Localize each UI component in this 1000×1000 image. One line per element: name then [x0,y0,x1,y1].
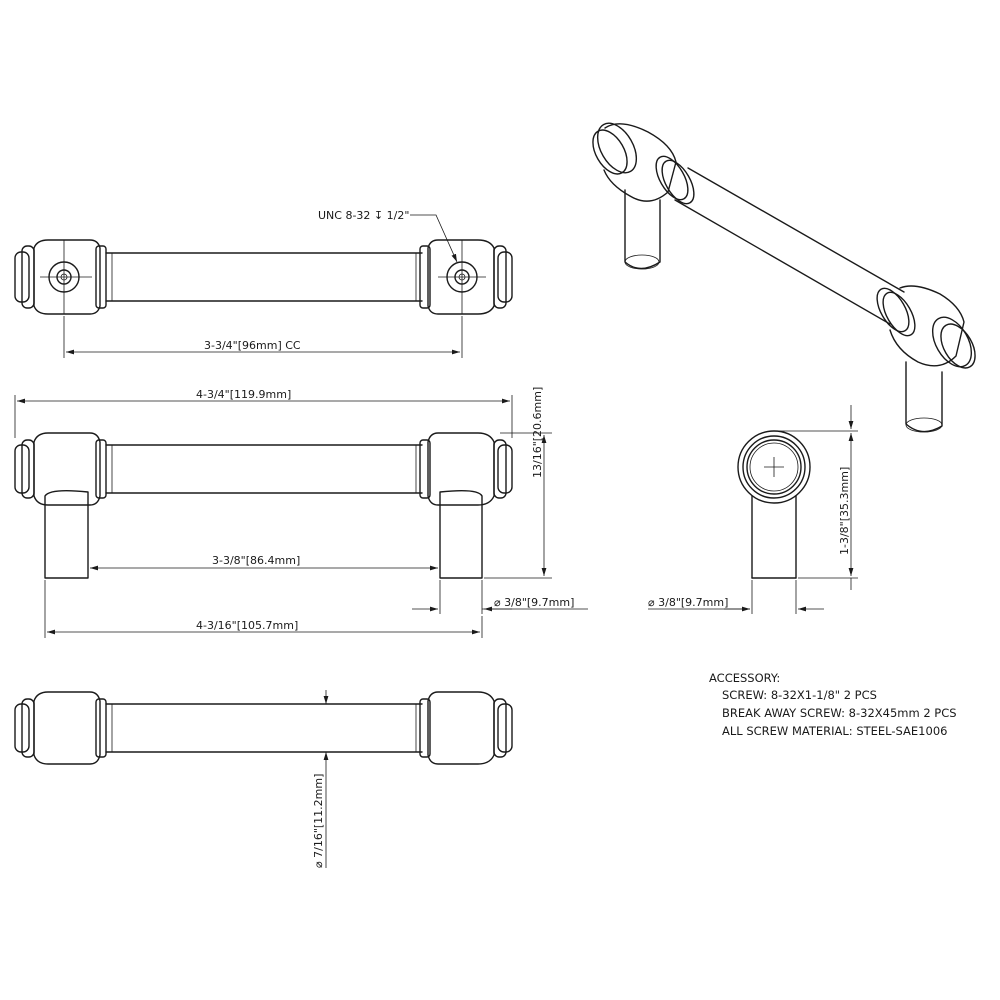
isometric-view [592,122,976,433]
accessory-line-2: BREAK AWAY SCREW: 8-32X45mm 2 PCS [722,706,957,720]
post-diameter-front-label: ⌀ 3/8"[9.7mm] [494,596,574,609]
end-height-label: 1-3/8"[35.3mm] [838,467,851,555]
inner-length-label: 3-3/8"[86.4mm] [212,554,300,567]
center-to-center-label: 3-3/4"[96mm] CC [204,339,301,352]
front-view [14,395,588,638]
side-view [648,405,858,614]
top-view [14,214,513,358]
bottom-view [14,690,513,868]
accessory-note: ACCESSORY: SCREW: 8-32X1-1/8" 2 PCS BREA… [709,671,957,738]
projection-label: 13/16"[20.6mm] [531,387,544,478]
accessory-line-3: ALL SCREW MATERIAL: STEEL-SAE1006 [722,724,947,738]
accessory-title: ACCESSORY: [709,671,780,685]
overall-length-label: 4-3/4"[119.9mm] [196,388,291,401]
accessory-line-1: SCREW: 8-32X1-1/8" 2 PCS [722,688,877,702]
post-diameter-side-label: ⌀ 3/8"[9.7mm] [648,596,728,609]
post-outer-length-label: 4-3/16"[105.7mm] [196,619,298,632]
thread-note-label: UNC 8-32 ↧ 1/2" [318,209,409,222]
bar-diameter-label: ⌀ 7/16"[11.2mm] [312,774,325,868]
